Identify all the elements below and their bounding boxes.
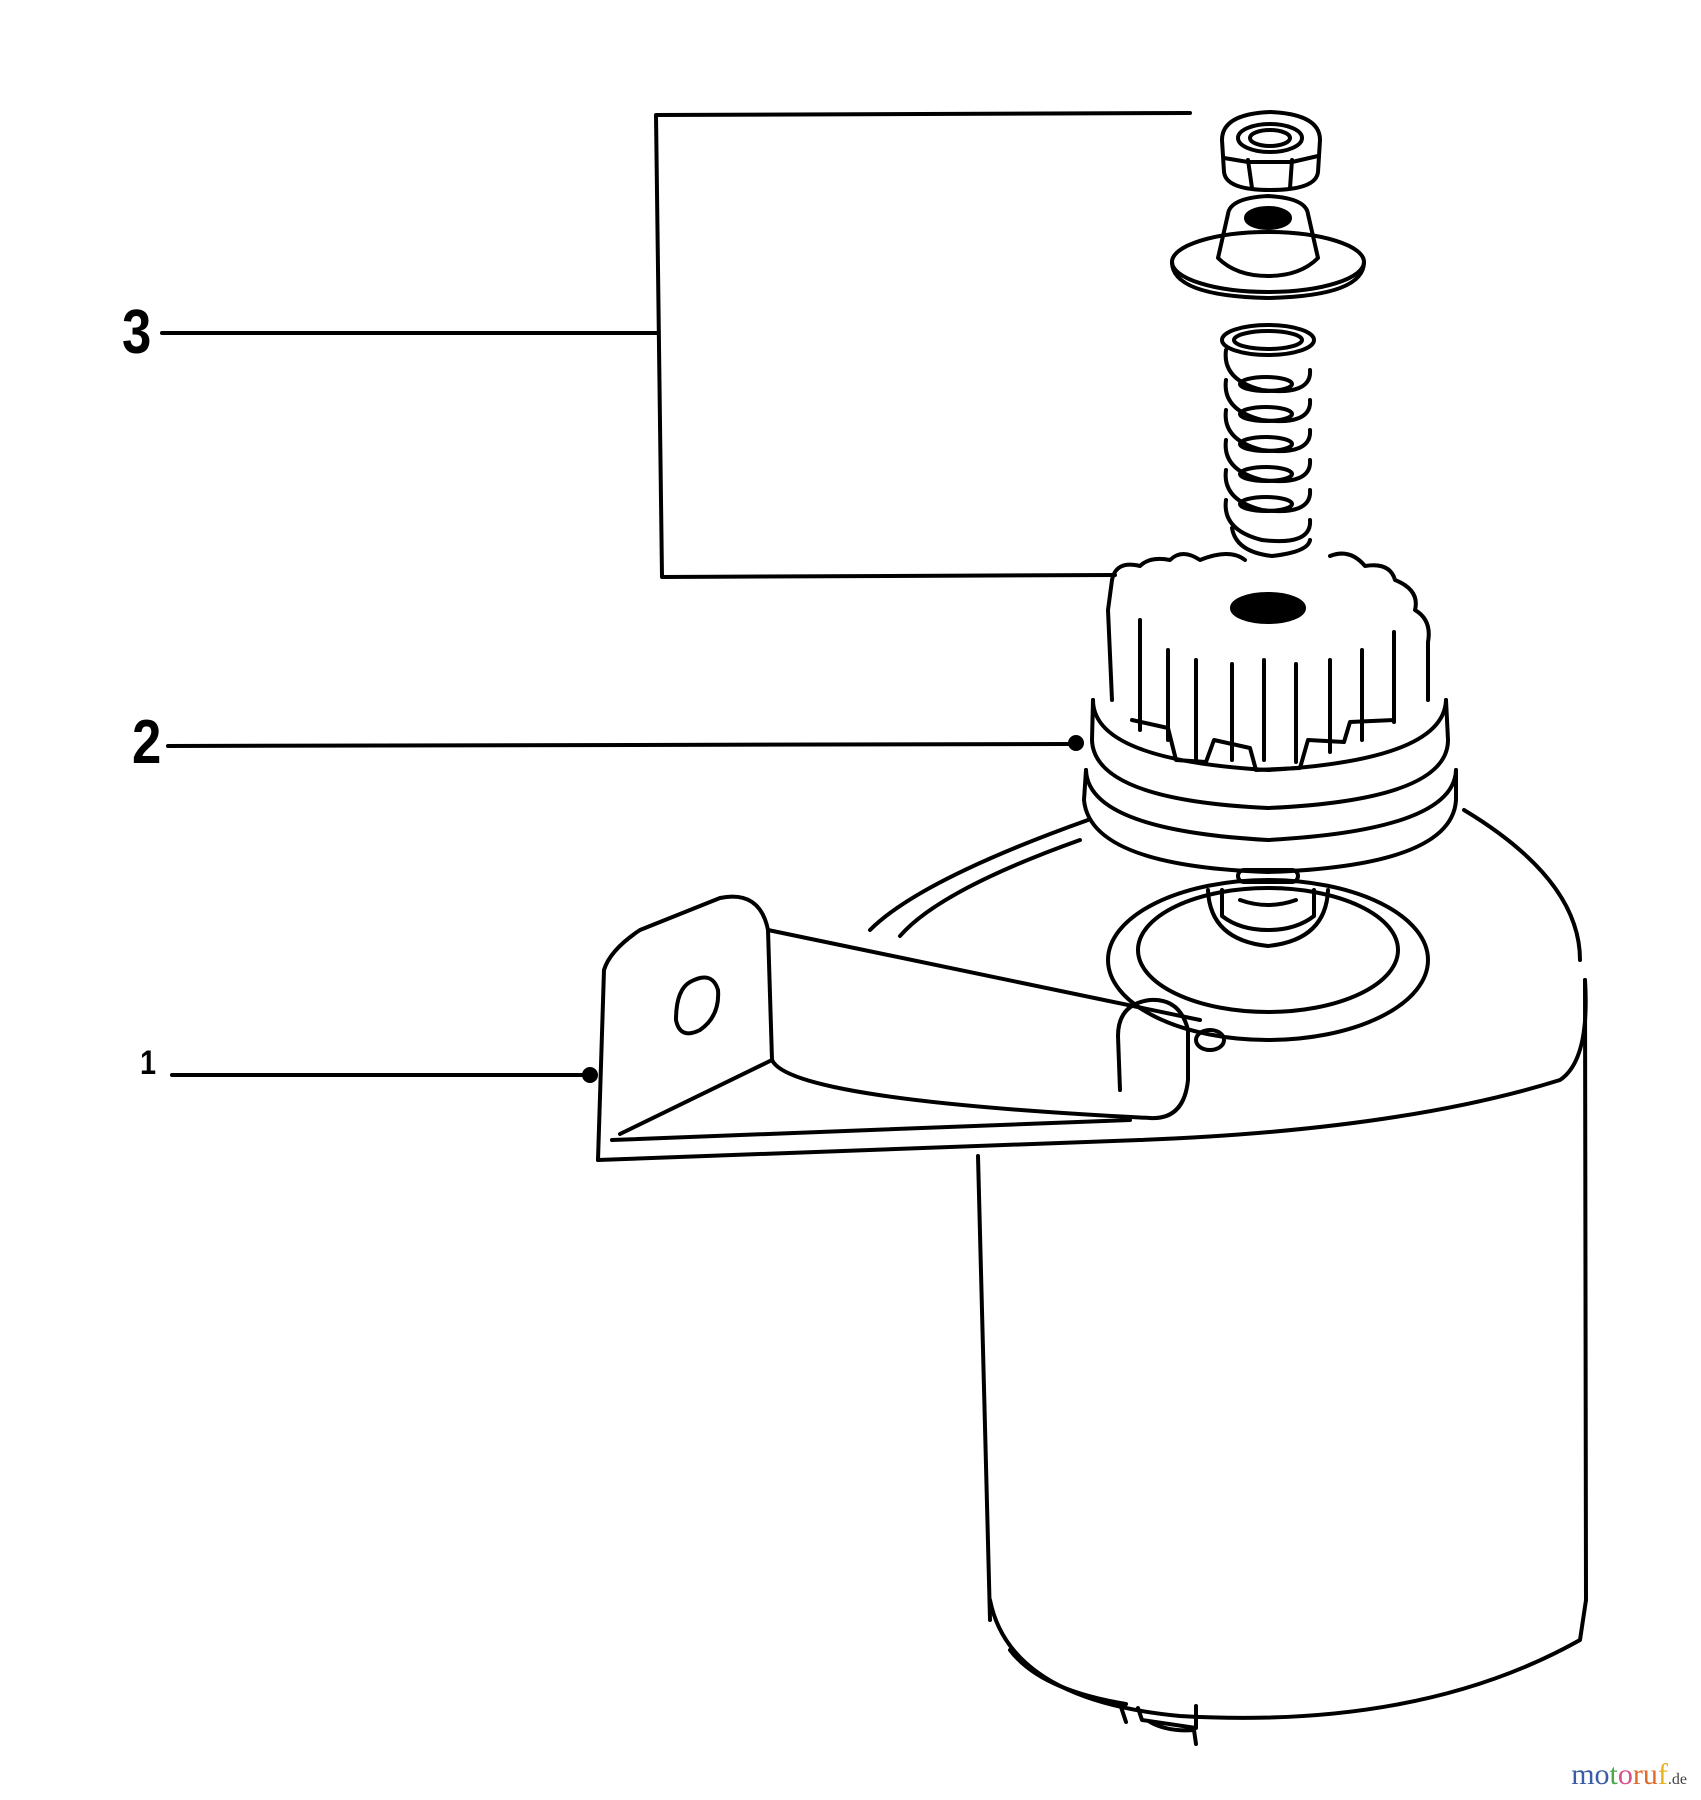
watermark-letter: o [1594,1758,1610,1791]
callout-label-1: 1 [140,1044,157,1082]
hex-nut-icon [1220,110,1322,192]
watermark-letter: u [1642,1758,1658,1791]
callout-label-2: 2 [132,708,162,777]
watermark-letter: t [1609,1758,1618,1791]
spring-icon [1220,323,1316,558]
watermark-logo: motoruf.de [1571,1758,1687,1792]
callout-2-leader [166,735,1084,751]
motor-endcap-icon [868,808,1582,1042]
watermark-tld: .de [1667,1771,1687,1788]
motor-body-icon [976,978,1588,1746]
watermark-letter: o [1617,1758,1633,1791]
callout-1-leader [170,1067,598,1083]
watermark-letter: m [1571,1758,1595,1791]
watermark-letter: r [1632,1758,1643,1791]
drive-collar-icon [1082,698,1458,884]
pinion-gear-icon [1106,551,1431,772]
callout-label-3: 3 [122,298,152,367]
mounting-bracket-icon [596,894,1588,1162]
retainer-cup-icon [1170,194,1366,300]
callout-3-leader [160,111,1192,579]
watermark-letter: f [1657,1758,1668,1791]
